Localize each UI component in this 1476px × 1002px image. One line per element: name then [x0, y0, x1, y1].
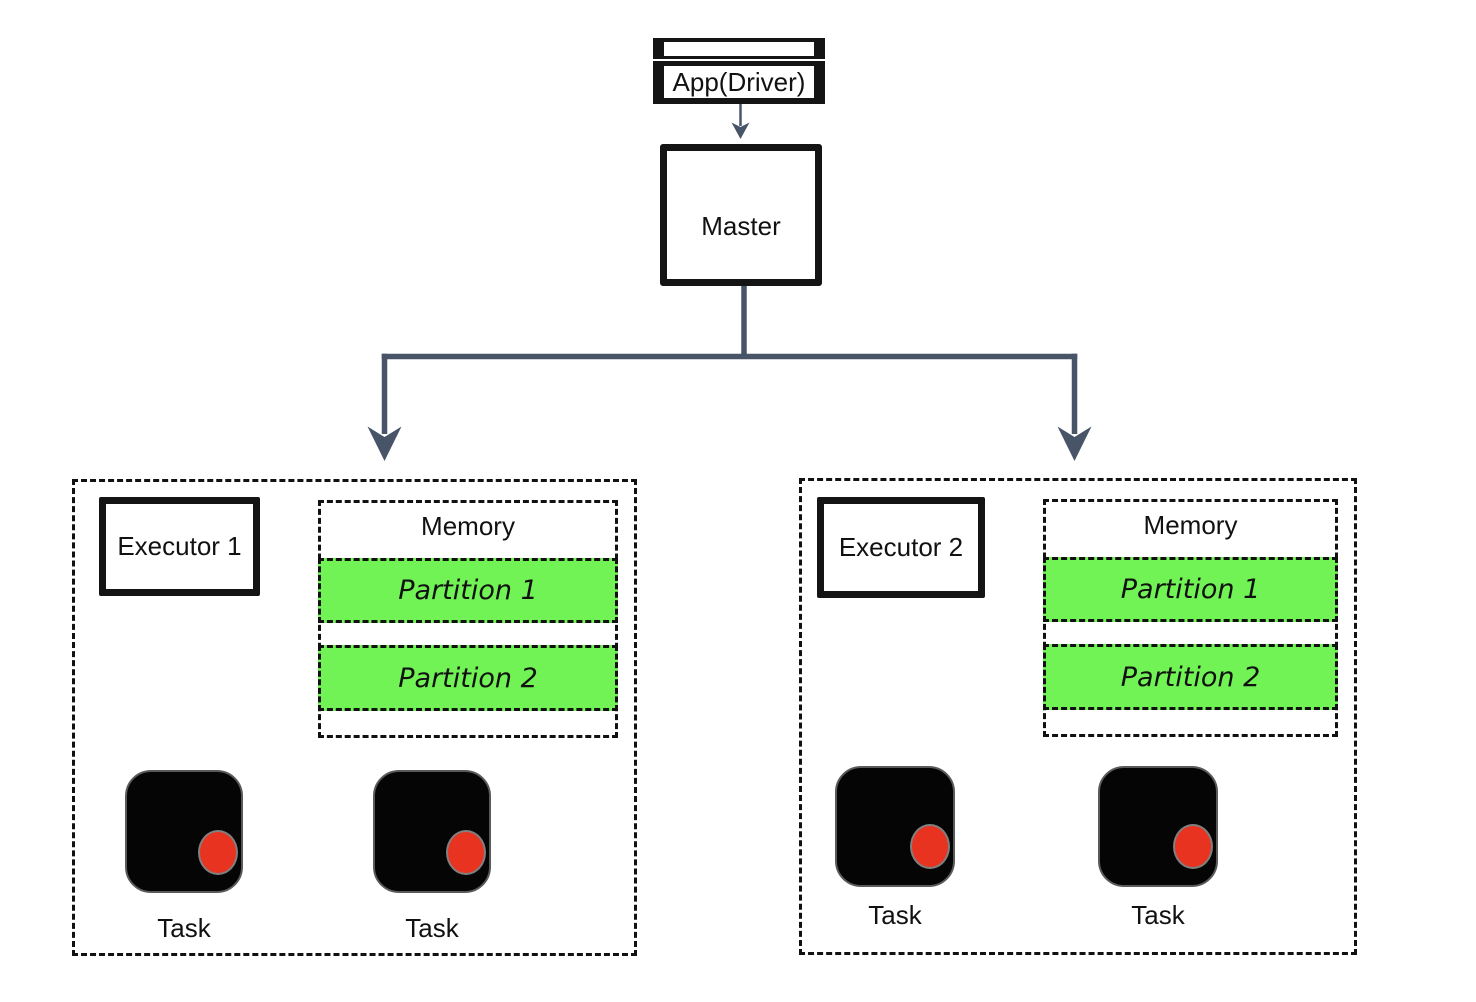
task-shape	[373, 770, 491, 893]
executor-2-label: Executor 2	[838, 532, 964, 562]
master-label: Master	[701, 210, 781, 241]
master-node: Master	[660, 144, 822, 286]
task-label: Task	[405, 913, 459, 943]
executor-2-memory-box: Memory Partition 1 Partition 2	[1043, 499, 1338, 737]
app-driver-node: App(Driver)	[653, 61, 825, 104]
app-driver-label: App(Driver)	[672, 66, 806, 97]
partition-1-block: Partition 1	[1043, 557, 1338, 622]
task-label: Task	[157, 913, 211, 943]
task-shape	[125, 770, 243, 893]
task-shape	[835, 766, 955, 887]
arrowhead-down-left-icon	[367, 426, 402, 461]
task-label: Task	[868, 900, 922, 930]
partition-2-label: Partition 2	[1120, 661, 1261, 693]
partition-2-label: Partition 2	[398, 662, 538, 694]
executor-1-panel: Executor 1 Memory Partition 1 Partition …	[72, 479, 637, 956]
executor-1-node: Executor 1	[99, 497, 260, 596]
app-driver-node-stack-top	[653, 38, 825, 59]
task-red-dot-icon	[198, 830, 238, 875]
partition-2-block: Partition 2	[318, 645, 618, 711]
partition-1-label: Partition 1	[1120, 574, 1261, 605]
executor-1-label: Executor 1	[117, 531, 242, 561]
memory-label: Memory	[1143, 510, 1238, 540]
task-shape	[1098, 766, 1218, 887]
memory-label: Memory	[421, 511, 515, 541]
executor-1-memory-box: Memory Partition 1 Partition 2	[318, 500, 618, 738]
task-label: Task	[1131, 900, 1185, 930]
partition-1-block: Partition 1	[318, 558, 618, 623]
task-red-dot-icon	[1173, 824, 1213, 869]
executor-2-panel: Executor 2 Memory Partition 1 Partition …	[799, 478, 1357, 955]
executor-2-node: Executor 2	[817, 497, 985, 598]
task-red-dot-icon	[910, 824, 950, 869]
task-red-dot-icon	[446, 830, 486, 875]
partition-1-label: Partition 1	[398, 575, 538, 606]
arrowhead-down-small-icon	[731, 122, 750, 139]
partition-2-block: Partition 2	[1043, 644, 1338, 710]
arrowhead-down-right-icon	[1057, 426, 1092, 461]
